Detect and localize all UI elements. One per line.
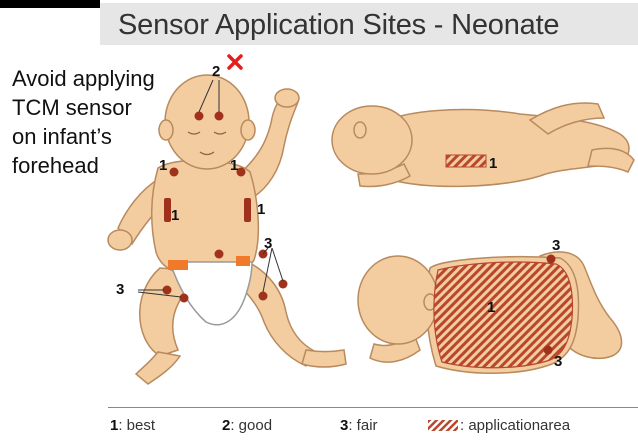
label-side-right: 1 xyxy=(257,201,265,218)
legend-fair-text: : fair xyxy=(348,417,377,434)
label-forehead: 2 xyxy=(212,63,220,80)
side-site-right xyxy=(244,198,251,222)
label-chest-right: 1 xyxy=(230,157,238,174)
label-side-view: 1 xyxy=(489,155,497,172)
label-back-lower: 3 xyxy=(554,353,562,370)
label-back-upper: 3 xyxy=(552,237,560,254)
back-upper-dot xyxy=(547,255,556,264)
legend-area-text: : applicationarea xyxy=(460,417,570,434)
label-back-center: 1 xyxy=(487,299,495,316)
diaper-tab-left xyxy=(168,260,188,270)
avoid-x-icon xyxy=(229,56,241,68)
side-application-area xyxy=(446,155,486,167)
hatch-swatch-icon xyxy=(428,420,458,431)
label-thigh-left: 3 xyxy=(116,281,124,298)
legend-fair: 3: fair xyxy=(340,417,378,434)
label-thigh-right: 3 xyxy=(264,235,272,252)
side-site-left xyxy=(164,198,171,222)
legend-good-text: : good xyxy=(230,417,272,434)
legend-divider xyxy=(108,407,638,408)
diaper-tab-right xyxy=(236,256,250,266)
label-chest-left: 1 xyxy=(159,157,167,174)
label-side-left: 1 xyxy=(171,207,179,224)
legend-good: 2: good xyxy=(222,417,272,434)
back-lower-dot xyxy=(544,346,553,355)
legend-area: : applicationarea xyxy=(428,417,570,434)
legend-best: 1: best xyxy=(110,417,155,434)
front-view-infant xyxy=(108,75,346,384)
legend-best-text: : best xyxy=(118,417,155,434)
side-view-infant xyxy=(332,103,634,187)
